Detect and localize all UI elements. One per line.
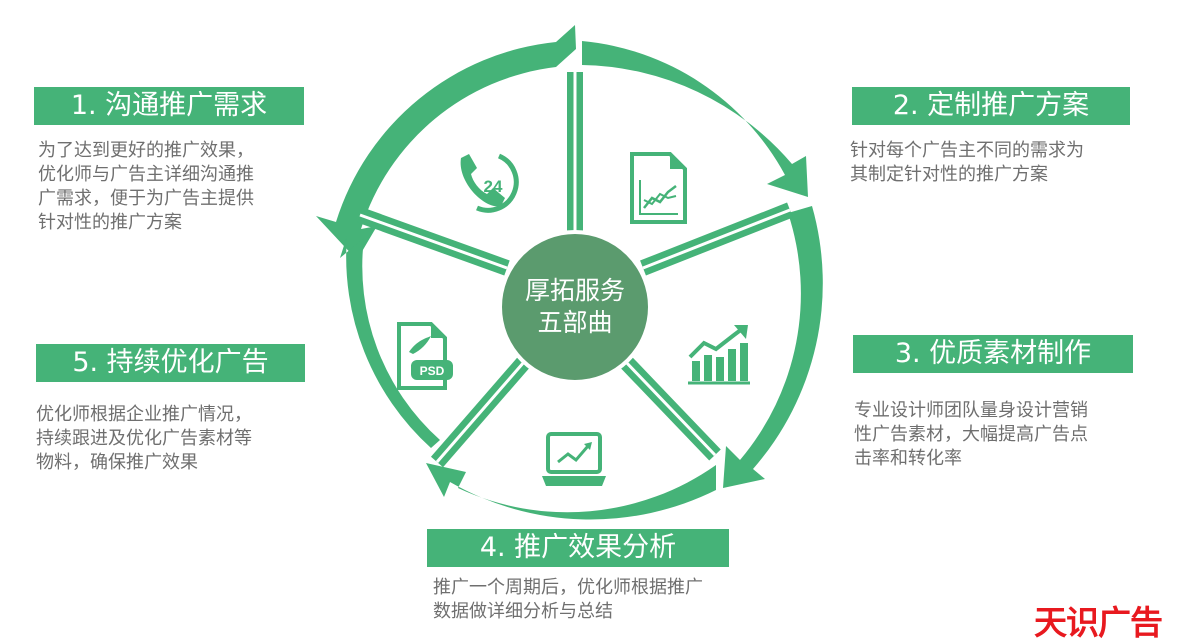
step-1-description: 为了达到更好的推广效果， 优化师与广告主详细沟通推 广需求，便于为广告主提供 针… [38,140,254,233]
brand-logo: 天识广告 [1034,603,1163,642]
step-3-title: 3. 优质素材制作 [853,335,1133,373]
step-2-description: 针对每个广告主不同的需求为 其制定针对性的推广方案 [850,140,1084,185]
psd-file-icon: PSD [397,322,453,390]
spoke-highlights [359,72,791,463]
arrow-segment-5 [340,236,440,448]
step-3-description: 专业设计师团队量身设计营销 性广告素材，大幅提高广告点 击率和转化率 [854,400,1088,469]
arrow-segment-2 [582,41,808,197]
step-4-title: 4. 推广效果分析 [427,529,729,567]
laptop-chart-icon [542,432,606,486]
center-circle [498,230,652,384]
step-1-title: 1. 沟通推广需求 [34,87,304,125]
step-4-description: 推广一个周期后，优化师根据推广 数据做详细分析与总结 [433,577,703,622]
svg-text:24: 24 [484,177,503,196]
svg-text:PSD: PSD [420,364,445,378]
step-2-title: 2. 定制推广方案 [852,87,1130,125]
document-chart-icon [630,152,687,224]
arrow-segment-3 [723,206,823,488]
cycle-ring [316,25,823,520]
center-title-line1: 厚拓服务 [524,276,625,305]
step-5-title: 5. 持续优化广告 [36,344,305,382]
step-5-description: 优化师根据企业推广情况， 持续跟进及优化广告素材等 物料，确保推广效果 [36,404,252,473]
arrow-segment-1 [316,25,576,260]
center-title-line2: 五部曲 [537,308,613,337]
bar-growth-icon [688,325,750,385]
phone-24-icon: 24 [460,153,519,213]
center-label: 厚拓服务 五部曲 [500,232,650,382]
arrow-segment-4 [426,463,716,520]
